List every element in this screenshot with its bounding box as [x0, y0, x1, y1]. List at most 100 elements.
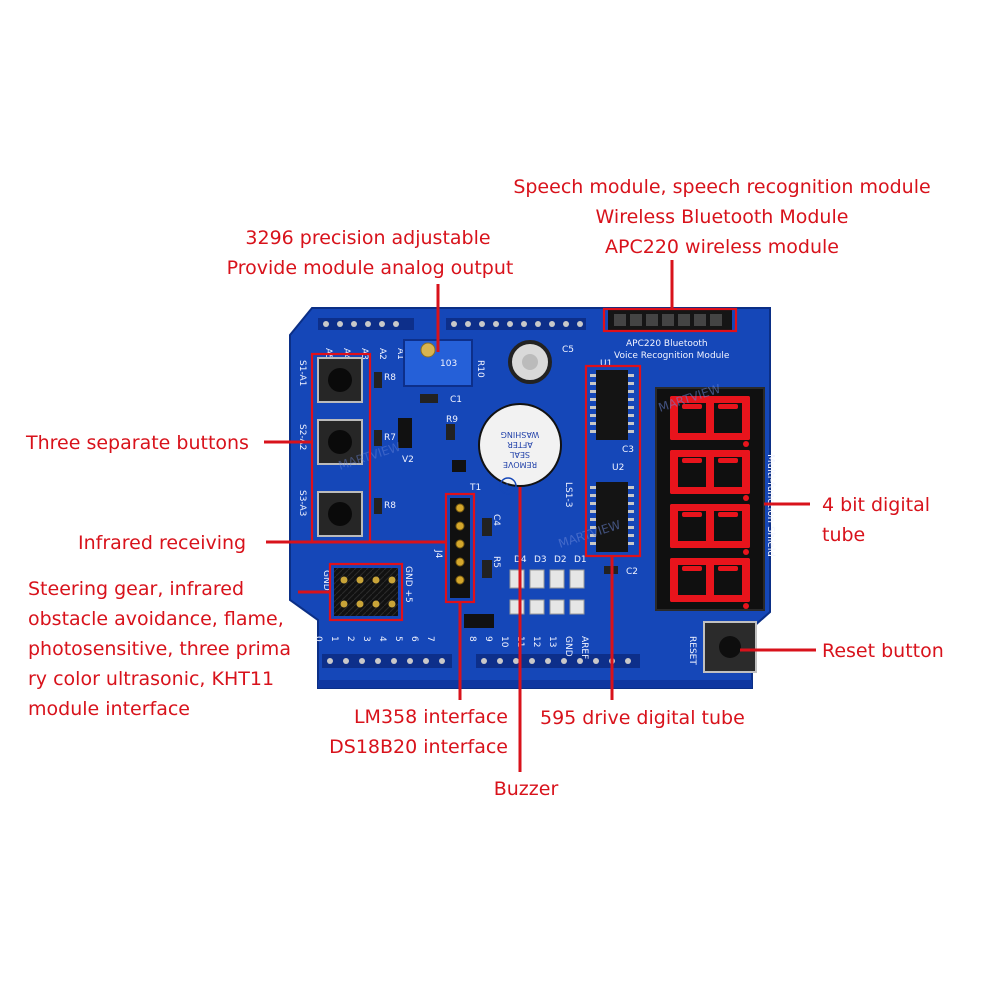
bottom-header-right [476, 654, 640, 668]
annot-speech-2: Wireless Bluetooth Module [596, 206, 849, 228]
button-s2[interactable] [317, 419, 363, 465]
c2-label: C2 [626, 567, 638, 577]
annot-speech-1: Speech module, speech recognition module [513, 176, 930, 198]
segment [682, 404, 702, 409]
interface-header: GND GND +5 [321, 566, 413, 616]
bottom-header-left [322, 654, 452, 668]
reset-button[interactable] [703, 621, 757, 673]
segment [718, 512, 738, 517]
segment [682, 512, 702, 517]
segment [682, 566, 702, 571]
digit-4 [670, 558, 750, 609]
annot-buttons: Three separate buttons [25, 432, 249, 454]
button-s1[interactable] [317, 357, 363, 403]
segment [742, 504, 750, 548]
segment [670, 450, 678, 494]
digit-group [670, 396, 750, 609]
led-label-d3: D3 [534, 555, 547, 565]
button-label-s2: S2-A2 [297, 424, 307, 450]
seven-segment-display [655, 387, 765, 611]
segment [670, 450, 750, 457]
annot-lm358-1: LM358 interface [354, 706, 508, 728]
bottom-pin-label: 3 [361, 636, 371, 642]
module-header: APC220 Bluetooth Voice Recognition Modul… [608, 310, 732, 361]
pin-label-a2: A2 [377, 348, 387, 360]
annot-lm358-2: DS18B20 interface [329, 736, 508, 758]
segment [706, 558, 714, 602]
decimal-point [743, 603, 749, 609]
smd-c1: C1 [420, 394, 462, 405]
annot-595: 595 drive digital tube [540, 707, 745, 729]
segment [706, 396, 714, 440]
smd-c4-r5: C4 R5 [482, 514, 501, 578]
bottom-pin-label: 5 [393, 636, 403, 642]
j4-label: J4 [433, 549, 443, 559]
segment [670, 504, 750, 511]
bottom-pin-label: AREF [579, 636, 589, 659]
annot-interface-1: Steering gear, infrared [28, 578, 244, 600]
button-label-s3: S3-A3 [297, 490, 307, 516]
digit-3 [670, 504, 750, 555]
top-middle-header [446, 318, 586, 330]
module-header-label-1: APC220 Bluetooth [626, 339, 708, 349]
bottom-pin-label: 9 [483, 636, 493, 642]
button-s3[interactable] [317, 491, 363, 537]
module-header-label-2: Voice Recognition Module [614, 351, 730, 361]
annot-pot-2: Provide module analog output [227, 257, 514, 279]
segment [670, 595, 750, 602]
annot-interface-5: module interface [28, 698, 190, 720]
u1-label: U1 [600, 359, 612, 369]
header-plus5-label: GND +5 [403, 566, 413, 603]
segment [742, 558, 750, 602]
led-array: D4 D3 D2 D1 [509, 555, 587, 615]
electrolytic-capacitor: C5 [508, 340, 574, 384]
t1-label: T1 [469, 483, 481, 493]
bottom-pin-label: 1 [329, 636, 339, 642]
segment [670, 487, 750, 494]
jumper-v2: V2 [398, 418, 414, 465]
segment [670, 558, 750, 565]
highlight-module-header [602, 307, 738, 333]
buzzer-text-1: REMOVE [503, 460, 537, 469]
digit-1 [670, 396, 750, 447]
segment [718, 458, 738, 463]
segment [670, 541, 750, 548]
small-jumper [464, 614, 494, 628]
annot-tube-2: tube [822, 524, 865, 546]
ls1-label: LS1-3 [563, 482, 573, 507]
bottom-pin-label: 13 [547, 636, 557, 647]
bottom-pin-label: 10 [499, 636, 509, 648]
annot-pot-1: 3296 precision adjustable [245, 227, 490, 249]
annot-ir: Infrared receiving [78, 532, 246, 554]
annot-interface-2: obstacle avoidance, flame, [28, 608, 284, 630]
bottom-pin-label: 4 [377, 636, 387, 642]
annotations: Speech module, speech recognition module… [25, 176, 944, 800]
annot-speech-3: APC220 wireless module [605, 236, 839, 258]
decimal-point [743, 495, 749, 501]
annot-reset: Reset button [822, 640, 944, 662]
annot-interface-3: photosensitive, three prima [28, 638, 291, 660]
button-label-s1: S1-A1 [297, 360, 307, 386]
callout-lines [264, 260, 816, 772]
segment [742, 396, 750, 440]
bottom-pin-label: GND [563, 636, 573, 657]
segment [718, 404, 738, 409]
pcb-edge-shade [318, 680, 752, 688]
segment [670, 558, 678, 602]
bottom-pin-label: 2 [345, 636, 355, 642]
segment [706, 450, 714, 494]
top-left-header [318, 318, 414, 330]
c3-label: C3 [622, 445, 634, 455]
bottom-pin-label: 6 [409, 636, 419, 642]
annot-interface-4: ry color ultrasonic, KHT11 [28, 668, 274, 690]
header-gnd-label: GND [321, 570, 331, 591]
c4-label: C4 [491, 514, 501, 526]
ic-595-lower: U2 [590, 463, 634, 552]
transistor-t1: T1 [452, 460, 481, 493]
segment [742, 450, 750, 494]
smd-r9: R9 [446, 415, 458, 440]
segment [718, 566, 738, 571]
r10-label: R10 [475, 360, 485, 378]
v2-label: V2 [402, 455, 414, 465]
buzzer-text-3: AFTER [507, 440, 533, 449]
